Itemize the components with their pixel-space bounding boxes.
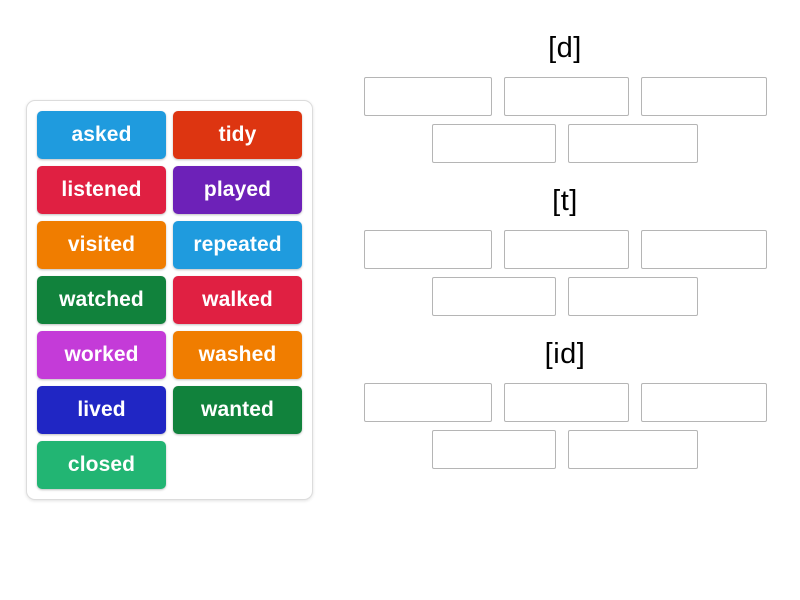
drop-zone-id-2[interactable] [503, 383, 629, 422]
word-tile-tidy[interactable]: tidy [173, 111, 302, 159]
zone-row-t-2 [340, 277, 790, 316]
word-tile-asked[interactable]: asked [37, 111, 166, 159]
word-bank-panel: asked tidy listened played visited repea… [26, 100, 313, 500]
word-tile-worked[interactable]: worked [37, 331, 166, 379]
group-heading-t: [t] [552, 185, 578, 217]
group-heading-d: [d] [548, 32, 582, 64]
word-tile-watched[interactable]: watched [37, 276, 166, 324]
word-tile-repeated[interactable]: repeated [173, 221, 302, 269]
drop-zone-d-5[interactable] [568, 124, 698, 163]
drop-zone-id-3[interactable] [640, 383, 767, 422]
word-tile-walked[interactable]: walked [173, 276, 302, 324]
drop-zone-d-2[interactable] [503, 77, 629, 116]
drop-zone-t-2[interactable] [503, 230, 629, 269]
drop-zone-t-3[interactable] [640, 230, 767, 269]
word-bank-grid: asked tidy listened played visited repea… [37, 111, 302, 489]
drop-zone-t-5[interactable] [568, 277, 698, 316]
zone-row-id-1 [340, 383, 790, 422]
answer-group-d: [d] [340, 28, 790, 163]
answer-group-id: [id] [340, 334, 790, 469]
drop-zone-id-1[interactable] [363, 383, 492, 422]
word-tile-wanted[interactable]: wanted [173, 386, 302, 434]
word-tile-played[interactable]: played [173, 166, 302, 214]
word-tile-lived[interactable]: lived [37, 386, 166, 434]
drop-zone-d-4[interactable] [432, 124, 556, 163]
word-tile-listened[interactable]: listened [37, 166, 166, 214]
drop-zone-id-4[interactable] [432, 430, 556, 469]
word-tile-visited[interactable]: visited [37, 221, 166, 269]
answer-group-t: [t] [340, 181, 790, 316]
group-heading-id: [id] [544, 338, 586, 370]
zone-row-d-2 [340, 124, 790, 163]
drop-zone-d-1[interactable] [363, 77, 492, 116]
drop-zone-d-3[interactable] [640, 77, 767, 116]
zone-row-t-1 [340, 230, 790, 269]
zone-row-d-1 [340, 77, 790, 116]
answer-area: [d] [t] [id] [340, 28, 790, 583]
drop-zone-t-4[interactable] [432, 277, 556, 316]
drop-zone-id-5[interactable] [568, 430, 698, 469]
word-tile-closed[interactable]: closed [37, 441, 166, 489]
zone-row-id-2 [340, 430, 790, 469]
word-tile-washed[interactable]: washed [173, 331, 302, 379]
drop-zone-t-1[interactable] [363, 230, 492, 269]
